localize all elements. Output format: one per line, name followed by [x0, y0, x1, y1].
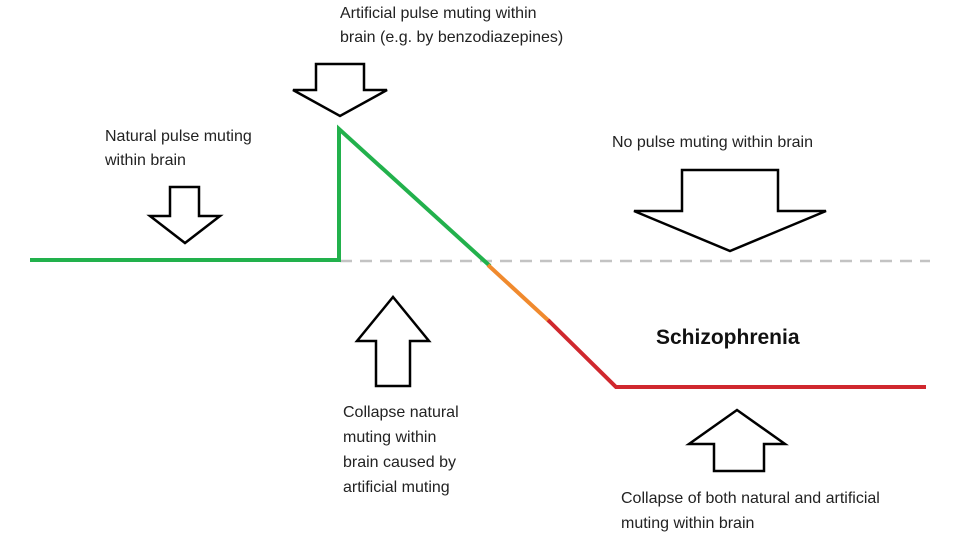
up-arrow-icon	[354, 295, 432, 388]
pulse-line-green	[30, 124, 492, 268]
label-no-muting: No pulse muting within brain	[612, 134, 813, 151]
down-arrow-icon	[146, 185, 224, 245]
label-collapse-natural: Collapse natural muting within brain cau…	[343, 404, 459, 496]
label-collapse-both: Collapse of both natural and artificial …	[621, 490, 880, 532]
up-arrow-icon	[685, 408, 789, 473]
down-arrow-icon	[292, 62, 388, 118]
label-natural-muting: Natural pulse muting within brain	[105, 128, 252, 169]
pulse-line-red	[546, 318, 926, 389]
label-artificial-muting: Artificial pulse muting within brain (e.…	[340, 5, 564, 46]
label-schizophrenia: Schizophrenia	[656, 326, 800, 349]
down-arrow-icon	[633, 168, 827, 253]
pulse-line-orange	[486, 263, 552, 324]
